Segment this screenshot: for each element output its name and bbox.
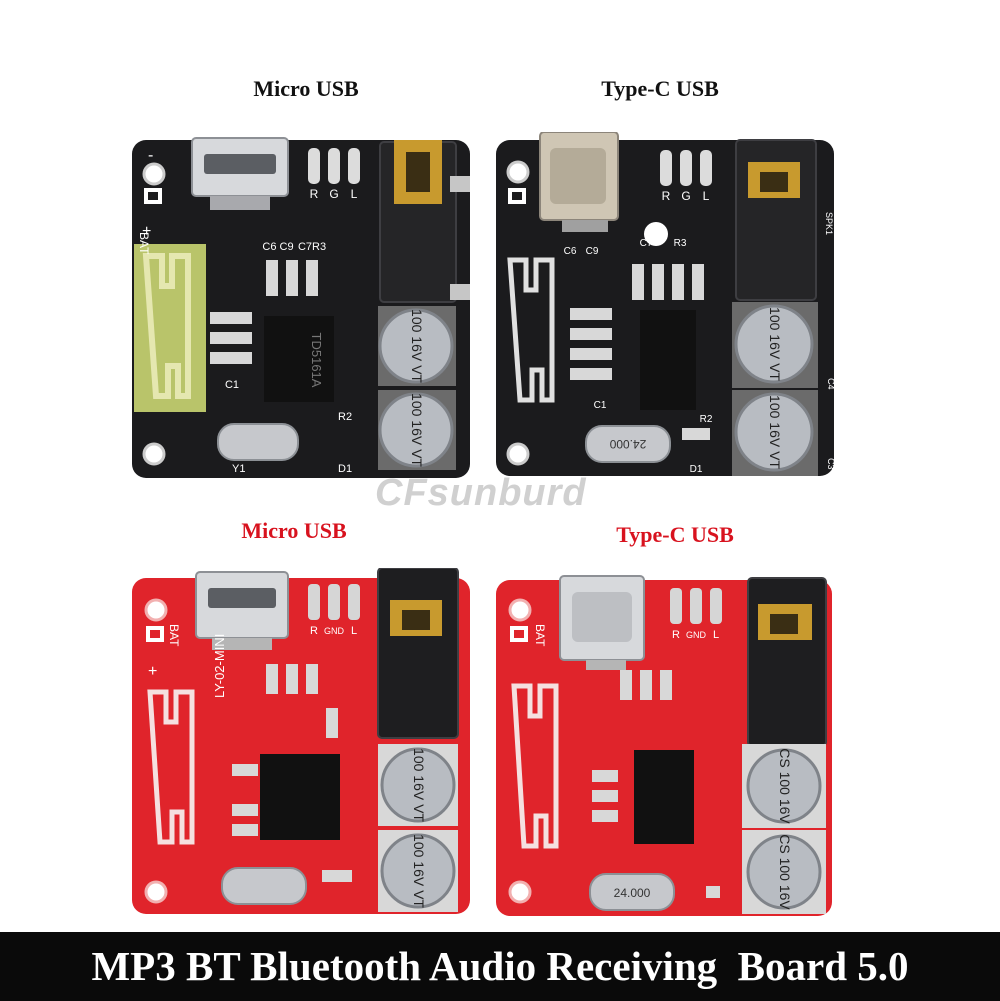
- silk-crystal: 24.000: [614, 886, 651, 900]
- chip: [260, 754, 340, 840]
- silk-bat: BAT: [533, 624, 547, 647]
- silk-model: LY-02-MINI: [212, 634, 227, 698]
- silk-r3: R3: [674, 238, 687, 249]
- title-banner: [0, 932, 1000, 1001]
- silk-c1: C1: [225, 379, 239, 391]
- crystal: [589, 873, 675, 911]
- capacitor-2: [378, 392, 454, 468]
- silk-c9: C9: [586, 246, 599, 257]
- silk-r: R: [672, 629, 680, 641]
- silk-r: R: [662, 189, 671, 203]
- silk-r2: R2: [700, 414, 713, 425]
- silk-l: L: [351, 625, 357, 637]
- silk-cap2: 100 16V VT: [767, 395, 783, 469]
- silk-c4: C4: [826, 378, 836, 390]
- black-micro-usb-board: BAT - + R G L TD5161A C1 C7R3 C6 C9 100 …: [132, 137, 470, 478]
- red-micro-usb-board: BAT + R GND L LY-02-MINI 100 16V VT 100 …: [132, 568, 470, 914]
- silk-spk: SPK1: [824, 212, 834, 235]
- silk-cap1: 100 16V VT: [411, 748, 427, 822]
- silk-minus: -: [148, 147, 153, 164]
- silk-c6c9: C6 C9: [262, 241, 293, 253]
- silk-l: L: [703, 189, 710, 203]
- silk-cap2: 100 16V VT: [411, 834, 427, 908]
- silk-c1: C1: [594, 400, 607, 411]
- silk-d1: D1: [338, 463, 352, 475]
- silk-l: L: [713, 629, 719, 641]
- chip: [634, 750, 694, 844]
- crystal: [217, 423, 299, 461]
- label-red-typec-usb: Type-C USB: [616, 522, 734, 547]
- silk-bat: BAT: [167, 624, 181, 647]
- capacitor-1: [380, 747, 456, 823]
- silk-l: L: [351, 187, 358, 201]
- silk-chip: TD5161A: [309, 333, 324, 388]
- silk-y1: Y1: [232, 463, 245, 475]
- capacitor-1: [378, 308, 454, 384]
- silk-gnd: GND: [686, 630, 707, 640]
- audio-jack: [377, 568, 459, 739]
- silk-g: G: [681, 189, 690, 203]
- black-typec-board: R G L SPK1 C7 R3 C9 C6 C1 R2 100 16V VT …: [496, 132, 836, 476]
- capacitor-2: [746, 834, 822, 910]
- label-black-typec-usb: Type-C USB: [601, 76, 719, 101]
- label-red-micro-usb: Micro USB: [241, 518, 347, 543]
- silk-bat: BAT: [137, 232, 151, 255]
- silk-cap2: 100 16V VT: [409, 393, 425, 467]
- silk-d1: D1: [690, 464, 703, 475]
- capacitor-1: [734, 304, 814, 384]
- silk-r: R: [310, 625, 318, 637]
- banner-title: MP3 BT Bluetooth Audio Receiving Board 5…: [91, 943, 909, 989]
- silk-r2: R2: [338, 411, 352, 423]
- silk-plus: +: [148, 663, 157, 680]
- capacitor-2: [734, 392, 814, 472]
- silk-c7: C7: [640, 238, 653, 249]
- silk-gnd: GND: [324, 626, 345, 636]
- capacitor-2: [380, 833, 456, 909]
- audio-jack: [747, 577, 827, 747]
- silk-plus: +: [142, 223, 151, 240]
- silk-c7r3: C7R3: [298, 241, 326, 253]
- capacitor-1: [746, 748, 822, 824]
- silk-crystal: 24.000: [609, 437, 646, 451]
- silk-cap2: CS 100 16V: [777, 834, 793, 910]
- silk-g: G: [329, 187, 338, 201]
- silk-c3: C3: [826, 458, 836, 470]
- crystal: [221, 867, 307, 905]
- silk-cap1: CS 100 16V: [777, 748, 793, 824]
- silk-r: R: [310, 187, 319, 201]
- crystal: [585, 425, 671, 463]
- silk-c6: C6: [564, 246, 577, 257]
- chip: [264, 316, 334, 402]
- label-black-micro-usb: Micro USB: [253, 76, 359, 101]
- red-typec-board: BAT R GND L CS 100 16V CS 100 16V 24.000: [496, 575, 832, 916]
- silk-cap1: 100 16V VT: [409, 309, 425, 383]
- silk-cap1: 100 16V VT: [767, 307, 783, 381]
- chip: [640, 310, 696, 410]
- watermark: CFsunburd: [375, 472, 587, 514]
